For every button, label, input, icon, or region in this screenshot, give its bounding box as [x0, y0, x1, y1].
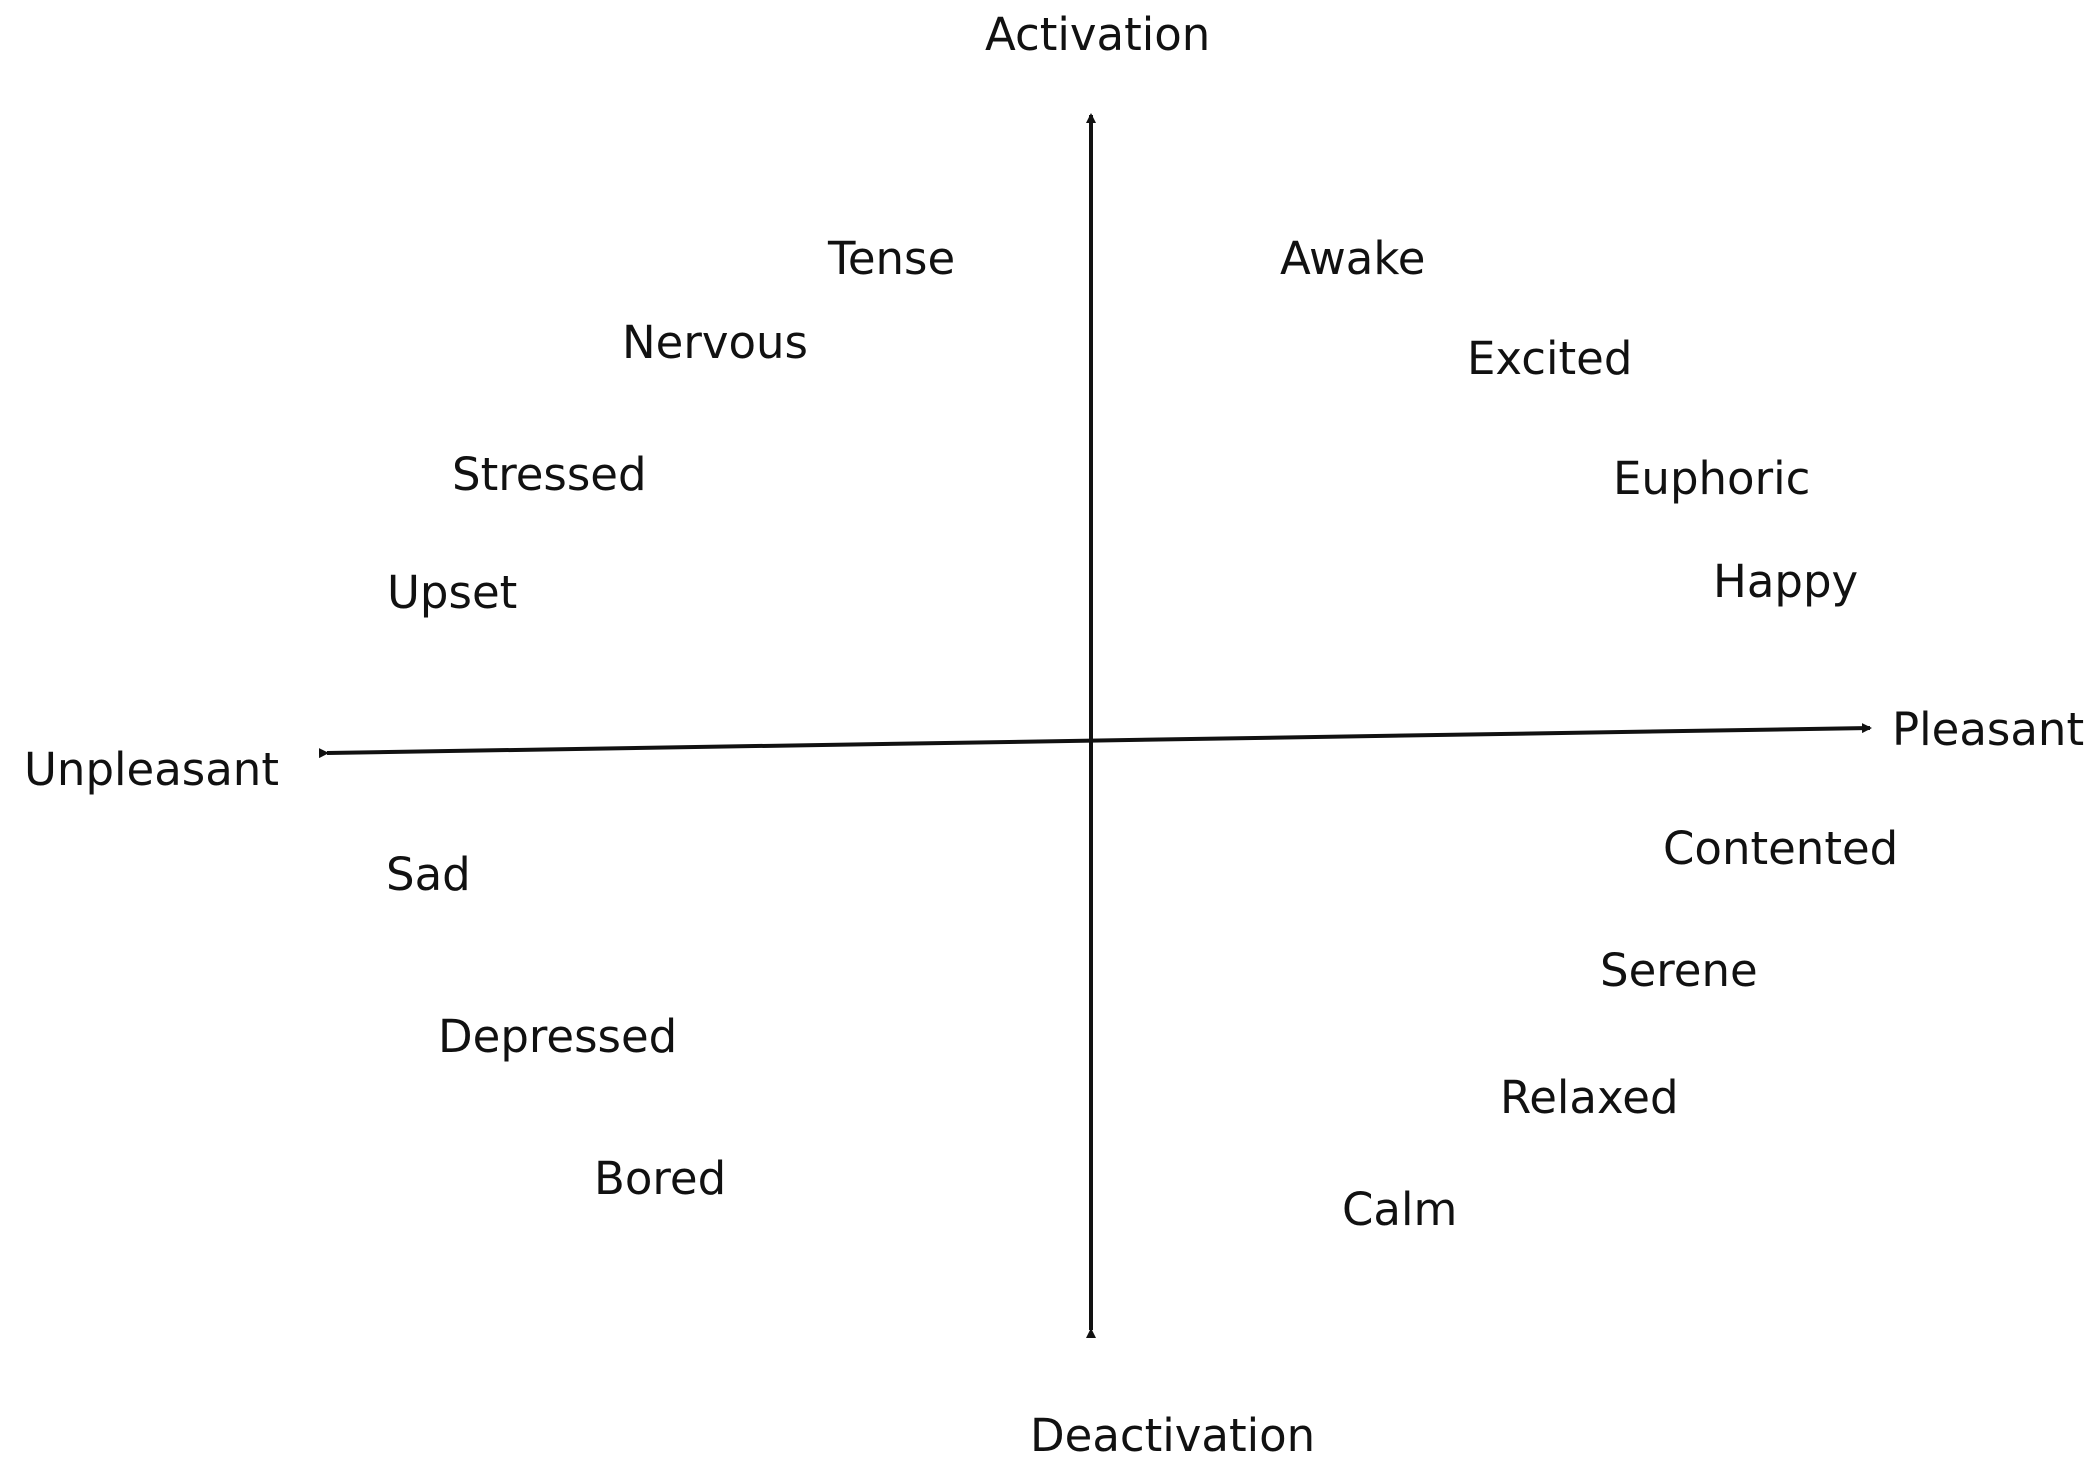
emotion-relaxed: Relaxed	[1500, 1071, 1679, 1124]
emotion-sad: Sad	[386, 848, 471, 901]
axis-label-pleasant: Pleasant	[1892, 703, 2084, 756]
emotion-bored: Bored	[594, 1152, 726, 1205]
emotion-upset: Upset	[387, 566, 517, 619]
emotion-serene: Serene	[1600, 944, 1758, 997]
emotion-tense: Tense	[827, 232, 955, 285]
horizontal-axis-arrow	[318, 723, 1872, 759]
emotion-contented: Contented	[1663, 822, 1898, 875]
emotion-happy: Happy	[1713, 555, 1858, 608]
emotion-awake: Awake	[1280, 232, 1425, 285]
emotion-nervous: Nervous	[622, 316, 808, 369]
axis-label-unpleasant: Unpleasant	[24, 743, 279, 796]
axis-label-deactivation: Deactivation	[1030, 1409, 1315, 1462]
emotion-depressed: Depressed	[438, 1010, 677, 1063]
emotion-excited: Excited	[1467, 332, 1632, 385]
axis-label-activation: Activation	[985, 8, 1210, 61]
emotion-euphoric: Euphoric	[1613, 452, 1810, 505]
emotion-stressed: Stressed	[452, 448, 647, 501]
emotion-calm: Calm	[1342, 1183, 1457, 1236]
